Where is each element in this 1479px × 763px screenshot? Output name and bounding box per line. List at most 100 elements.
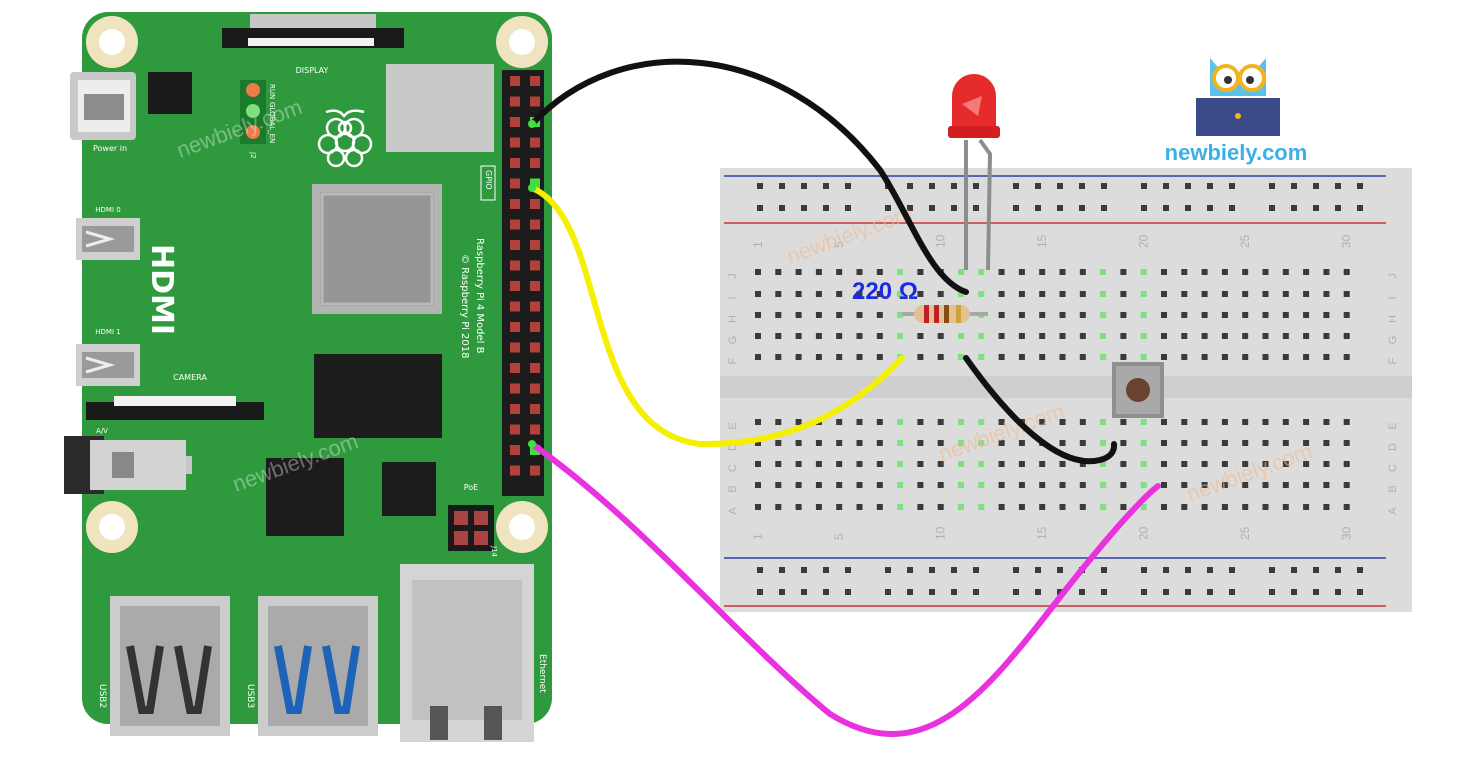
breadboard-hole (897, 312, 904, 318)
breadboard-hole (897, 291, 904, 297)
breadboard-hole (1039, 291, 1046, 297)
breadboard-hole (1242, 312, 1249, 318)
rail-hole (929, 205, 935, 211)
breadboard-hole (1282, 440, 1289, 446)
rail-hole (973, 567, 979, 573)
rail-hole (885, 589, 891, 595)
breadboard-hole (815, 269, 822, 275)
breadboard-hole (1221, 482, 1228, 488)
breadboard-hole (897, 333, 904, 339)
breadboard-hole (1120, 504, 1127, 510)
breadboard-hole (1100, 333, 1107, 339)
breadboard-hole (1303, 419, 1310, 425)
breadboard-hole (836, 504, 843, 510)
breadboard-hole (1120, 269, 1127, 275)
breadboard-hole (1120, 461, 1127, 467)
rail-hole (951, 205, 957, 211)
gpio-pin (530, 240, 540, 250)
breadboard-hole (755, 419, 761, 425)
breadboard-hole (1262, 461, 1269, 467)
breadboard-hole (958, 333, 964, 339)
breadboard-hole (1018, 354, 1025, 360)
breadboard-hole (1303, 504, 1310, 510)
breadboard-hole (1343, 482, 1350, 488)
rail-hole (1185, 183, 1191, 189)
column-number-bottom: 10 (934, 526, 948, 540)
breadboard-hole (917, 269, 924, 275)
rail-hole (1101, 183, 1107, 189)
breadboard-hole (1161, 419, 1167, 425)
breadboard-hole (1262, 312, 1269, 318)
breadboard-hole (1262, 354, 1269, 360)
breadboard-hole (755, 312, 761, 318)
breadboard-hole (856, 312, 863, 318)
breadboard-hole (958, 419, 964, 425)
breadboard-hole (1201, 440, 1208, 446)
breadboard-hole (1242, 419, 1249, 425)
breadboard-hole (917, 291, 924, 297)
model-line1: Raspberry Pi 4 Model B (474, 238, 485, 354)
breadboard-hole (1059, 269, 1066, 275)
breadboard-hole (978, 354, 985, 360)
column-number-top: 25 (1238, 234, 1252, 248)
breadboard-hole (836, 461, 843, 467)
row-letter: D (727, 443, 739, 451)
breadboard-hole (958, 269, 964, 275)
power-label: Power in (93, 144, 127, 153)
breadboard-hole (755, 440, 761, 446)
column-number-top: 5 (832, 241, 846, 248)
rail-hole (1035, 205, 1041, 211)
rail-hole (1269, 589, 1275, 595)
breadboard-hole (1221, 461, 1228, 467)
breadboard-hole (1242, 440, 1249, 446)
breadboard-hole (998, 333, 1005, 339)
rail-hole (779, 589, 785, 595)
breadboard-hole (775, 269, 782, 275)
rail-hole (1057, 567, 1063, 573)
breadboard-hole (1242, 354, 1249, 360)
rail-hole (1141, 183, 1147, 189)
rail-hole (1335, 183, 1341, 189)
breadboard-hole (978, 504, 985, 510)
breadboard-hole (755, 354, 761, 360)
chip-eth (382, 462, 436, 516)
breadboard-hole (1039, 482, 1046, 488)
breadboard-hole (1161, 333, 1167, 339)
breadboard-hole (1262, 333, 1269, 339)
gpio-pin (510, 260, 520, 271)
breadboard-hole (1079, 482, 1086, 488)
breadboard-hole (1201, 312, 1208, 318)
camera-label: CAMERA (173, 373, 207, 382)
row-letter: A (1387, 507, 1399, 515)
breadboard-hole (1303, 333, 1310, 339)
breadboard-hole (1100, 312, 1107, 318)
rail-hole (1335, 589, 1341, 595)
push-button[interactable] (1112, 362, 1164, 418)
breadboard-hole (1323, 333, 1330, 339)
breadboard-hole (775, 482, 782, 488)
breadboard-hole (1181, 354, 1188, 360)
breadboard-hole (856, 333, 863, 339)
breadboard-hole (1161, 312, 1167, 318)
gpio-pin (510, 158, 520, 168)
breadboard-hole (1140, 354, 1147, 360)
usb2-label: USB2 (97, 684, 107, 708)
breadboard-hole (897, 461, 904, 467)
breadboard-hole (978, 461, 985, 467)
breadboard-hole (1303, 461, 1310, 467)
rail-hole (951, 589, 957, 595)
rail-hole (1313, 589, 1319, 595)
breadboard-hole (1140, 333, 1147, 339)
column-number-bottom: 5 (832, 533, 846, 540)
rail-hole (1057, 589, 1063, 595)
breadboard-hole (978, 269, 985, 275)
wireless-module (386, 64, 494, 152)
breadboard-hole (856, 291, 863, 297)
breadboard-hole (1323, 482, 1330, 488)
breadboard-hole (978, 291, 985, 297)
rail-hole (757, 567, 763, 573)
breadboard-hole (937, 354, 944, 360)
breadboard-hole (795, 333, 802, 339)
gpio-pin (510, 219, 520, 230)
row-letter: J (727, 273, 739, 279)
